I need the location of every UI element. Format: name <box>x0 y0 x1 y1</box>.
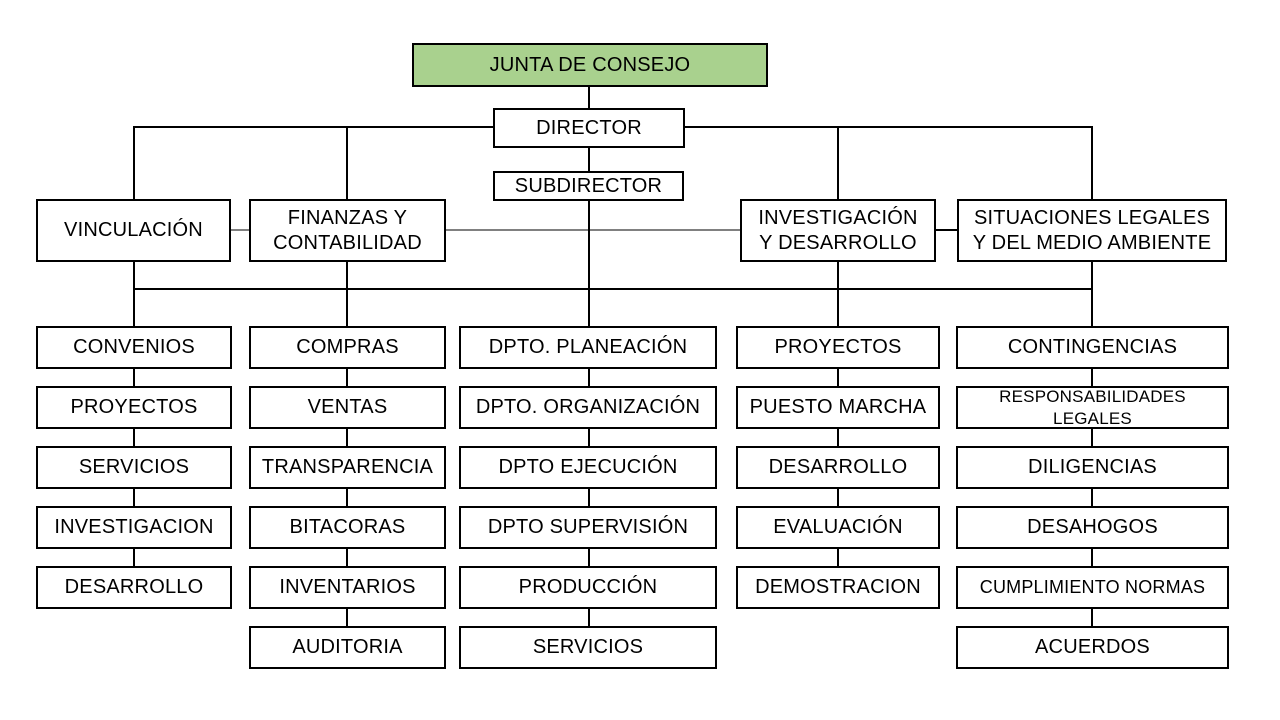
node-responsabilidades-legales[interactable]: RESPONSABILIDADES LEGALES <box>956 386 1229 429</box>
connector-line <box>346 127 348 199</box>
node-diligencias[interactable]: DILIGENCIAS <box>956 446 1229 489</box>
node-vinculacion[interactable]: VINCULACIÓN <box>36 199 231 262</box>
node-junta-de-consejo[interactable]: JUNTA DE CONSEJO <box>412 43 768 87</box>
node-convenios[interactable]: CONVENIOS <box>36 326 232 369</box>
connector-line <box>446 229 740 231</box>
connector-line <box>588 148 590 171</box>
node-dpto-supervision[interactable]: DPTO SUPERVISIÓN <box>459 506 717 549</box>
node-compras[interactable]: COMPRAS <box>249 326 446 369</box>
node-proyectos-vinculacion[interactable]: PROYECTOS <box>36 386 232 429</box>
node-puesto-marcha[interactable]: PUESTO MARCHA <box>736 386 940 429</box>
node-dpto-planeacion[interactable]: DPTO. PLANEACIÓN <box>459 326 717 369</box>
node-produccion[interactable]: PRODUCCIÓN <box>459 566 717 609</box>
node-evaluacion[interactable]: EVALUACIÓN <box>736 506 940 549</box>
node-desarrollo-investigacion[interactable]: DESARROLLO <box>736 446 940 489</box>
node-finanzas-y-contabilidad[interactable]: FINANZAS Y CONTABILIDAD <box>249 199 446 262</box>
node-cumplimiento-normas[interactable]: CUMPLIMIENTO NORMAS <box>956 566 1229 609</box>
node-acuerdos[interactable]: ACUERDOS <box>956 626 1229 669</box>
connector-line <box>1091 127 1093 199</box>
connector-line <box>936 229 957 231</box>
node-transparencia[interactable]: TRANSPARENCIA <box>249 446 446 489</box>
node-investigacion-y-desarrollo[interactable]: INVESTIGACIÓN Y DESARROLLO <box>740 199 936 262</box>
node-investigacion[interactable]: INVESTIGACION <box>36 506 232 549</box>
node-director[interactable]: DIRECTOR <box>493 108 685 148</box>
node-dpto-organizacion[interactable]: DPTO. ORGANIZACIÓN <box>459 386 717 429</box>
node-situaciones-legales[interactable]: SITUACIONES LEGALES Y DEL MEDIO AMBIENTE <box>957 199 1227 262</box>
node-inventarios[interactable]: INVENTARIOS <box>249 566 446 609</box>
node-servicios-vinculacion[interactable]: SERVICIOS <box>36 446 232 489</box>
node-desahogos[interactable]: DESAHOGOS <box>956 506 1229 549</box>
connector-line <box>231 229 249 231</box>
connector-line <box>837 127 839 199</box>
node-servicios-subdirector[interactable]: SERVICIOS <box>459 626 717 669</box>
connector-line <box>588 87 590 108</box>
node-subdirector[interactable]: SUBDIRECTOR <box>493 171 684 201</box>
node-desarrollo-vinculacion[interactable]: DESARROLLO <box>36 566 232 609</box>
node-ventas[interactable]: VENTAS <box>249 386 446 429</box>
node-proyectos-investigacion[interactable]: PROYECTOS <box>736 326 940 369</box>
node-bitacoras[interactable]: BITACORAS <box>249 506 446 549</box>
node-auditoria[interactable]: AUDITORIA <box>249 626 446 669</box>
connector-line <box>133 127 135 199</box>
node-demostracion[interactable]: DEMOSTRACION <box>736 566 940 609</box>
connector-line <box>133 288 1093 290</box>
node-dpto-ejecucion[interactable]: DPTO EJECUCIÓN <box>459 446 717 489</box>
node-contingencias[interactable]: CONTINGENCIAS <box>956 326 1229 369</box>
